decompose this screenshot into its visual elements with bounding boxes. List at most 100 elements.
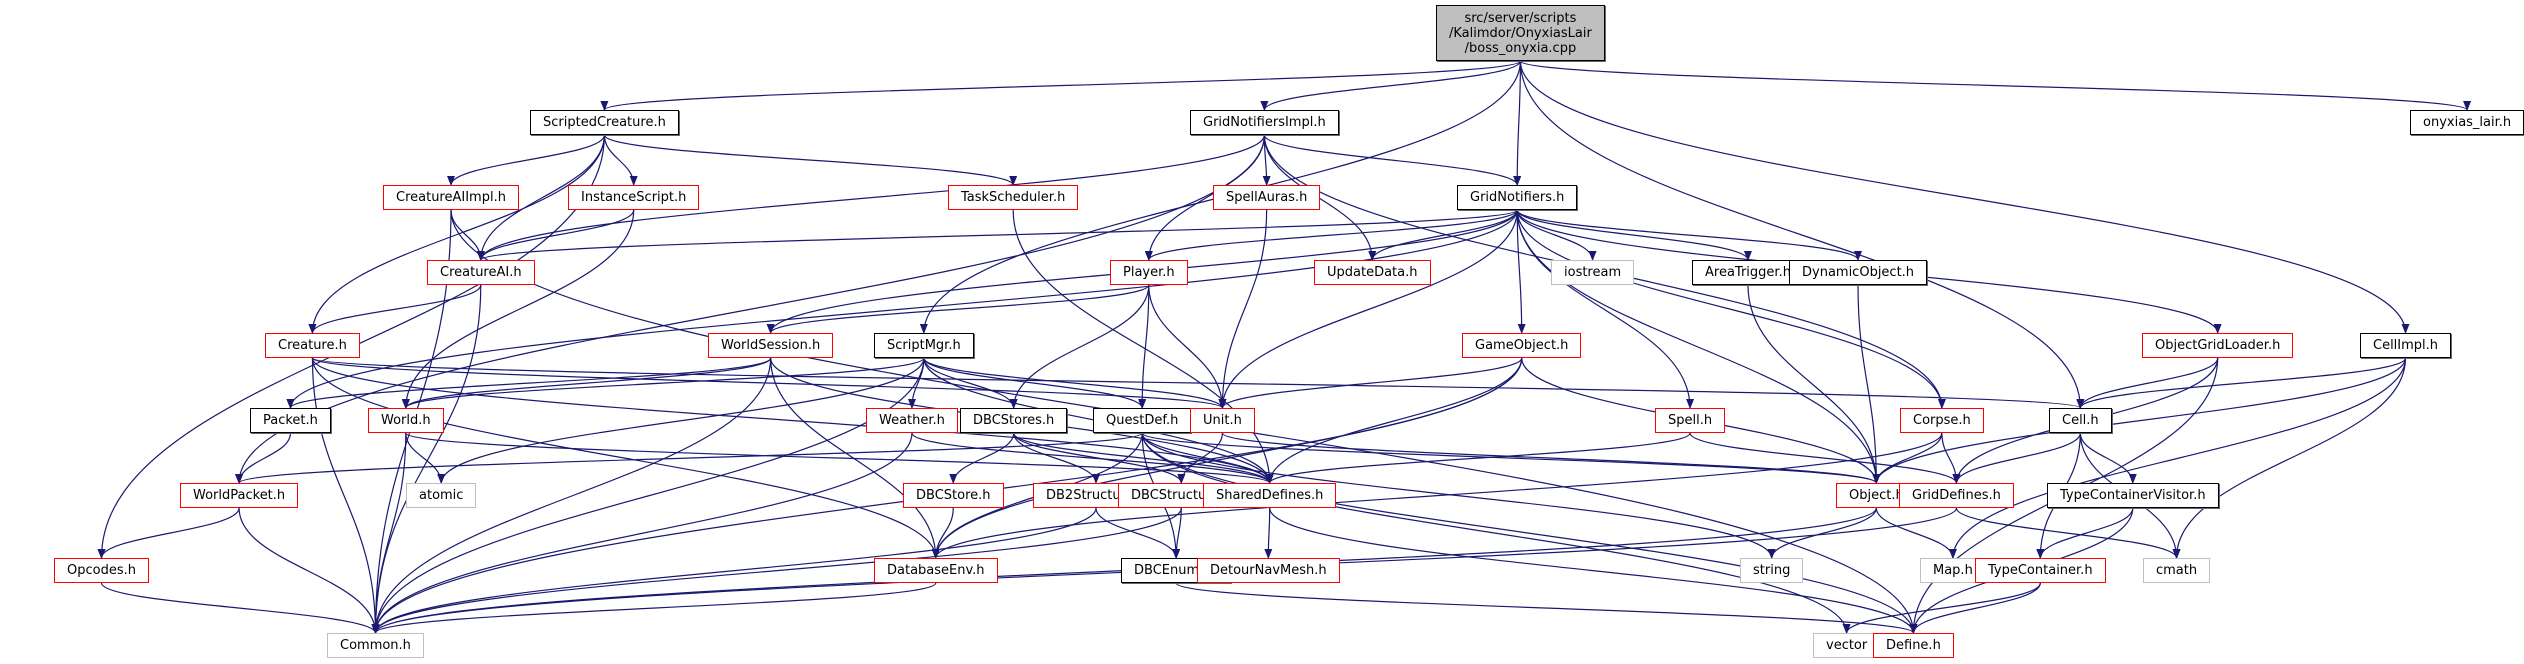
node-opcodes[interactable]: Opcodes.h [54, 558, 149, 583]
edge-typecontainer-to-vector [1842, 582, 2041, 634]
edge-packet-to-worldpacket [235, 432, 292, 484]
node-onyxias-lair[interactable]: onyxias_lair.h [2410, 110, 2524, 135]
node-packet[interactable]: Packet.h [250, 408, 331, 433]
node-label: onyxias_lair.h [2423, 115, 2512, 130]
node-dbcstores[interactable]: DBCStores.h [960, 408, 1068, 433]
node-label: GridNotifiersImpl.h [1203, 115, 1326, 130]
edge-gridnotifiers-to-packet [286, 209, 1518, 409]
node-shareddefines[interactable]: SharedDefines.h [1203, 483, 1337, 508]
node-cmath[interactable]: cmath [2143, 558, 2211, 583]
node-world[interactable]: World.h [368, 408, 444, 433]
node-label: Packet.h [263, 413, 318, 428]
node-label: ScriptedCreature.h [543, 115, 666, 130]
node-cell[interactable]: Cell.h [2049, 408, 2112, 433]
edge-root-to-cellimpl [1519, 60, 2410, 334]
edge-unit-to-dbcstructure [1177, 432, 1224, 484]
node-scriptmgr[interactable]: ScriptMgr.h [874, 333, 974, 358]
node-creatureai[interactable]: CreatureAI.h [427, 260, 535, 285]
edge-world-to-common [371, 432, 407, 634]
node-iostream[interactable]: iostream [1551, 260, 1635, 285]
edge-questdef-to-shareddefines [1141, 432, 1274, 484]
node-griddefines[interactable]: GridDefines.h [1899, 483, 2014, 508]
edge-world-to-shareddefines [405, 432, 1274, 484]
node-gameobject[interactable]: GameObject.h [1462, 333, 1582, 358]
node-gridnotifiers[interactable]: GridNotifiers.h [1457, 185, 1578, 210]
node-detournavmesh[interactable]: DetourNavMesh.h [1197, 558, 1340, 583]
node-common[interactable]: Common.h [327, 633, 424, 658]
node-label: Player.h [1123, 265, 1175, 280]
edge-questdef-to-string [1141, 432, 1776, 559]
edge-gridnotifiersimpl-to-creatureai [476, 134, 1265, 261]
node-creatureaiimpl[interactable]: CreatureAIImpl.h [383, 185, 519, 210]
node-label: World.h [381, 413, 431, 428]
edge-creatureai-to-creature [308, 284, 482, 334]
node-vector[interactable]: vector [1813, 633, 1881, 658]
edge-questdef-to-worldpacket [235, 432, 1143, 484]
node-objectgridloader[interactable]: ObjectGridLoader.h [2142, 333, 2294, 358]
node-corpse[interactable]: Corpse.h [1900, 408, 1984, 433]
node-string[interactable]: string [1740, 558, 1804, 583]
edge-cell-to-griddefines [1952, 432, 2081, 484]
edge-questdef-to-define [1141, 432, 1918, 634]
edge-gridnotifiers-to-iostream [1516, 209, 1597, 261]
edge-cellimpl-to-cell [2076, 357, 2407, 409]
edge-cellimpl-to-object [1872, 357, 2407, 484]
node-databaseenv[interactable]: DatabaseEnv.h [874, 558, 998, 583]
node-gridnotifiersimpl[interactable]: GridNotifiersImpl.h [1190, 110, 1339, 135]
node-player[interactable]: Player.h [1110, 260, 1188, 285]
edge-weather-to-shareddefines [911, 432, 1274, 484]
node-questdef[interactable]: QuestDef.h [1093, 408, 1192, 433]
edge-instancescript-to-world [401, 209, 635, 409]
node-spell[interactable]: Spell.h [1655, 408, 1726, 433]
node-define[interactable]: Define.h [1873, 633, 1954, 658]
node-instancescript[interactable]: InstanceScript.h [568, 185, 700, 210]
edge-dbcenums-to-define [1175, 582, 1918, 634]
node-atomic[interactable]: atomic [406, 483, 477, 508]
edge-root-to-scriptedcreature [600, 60, 1522, 111]
edge-player-to-unit [1148, 284, 1227, 409]
node-unit[interactable]: Unit.h [1190, 408, 1255, 433]
node-label: WorldSession.h [721, 338, 821, 353]
node-weather[interactable]: Weather.h [866, 408, 958, 433]
node-scriptedcreature[interactable]: ScriptedCreature.h [530, 110, 679, 135]
node-label: Weather.h [879, 413, 945, 428]
edge-dbcstores-to-dbcstore [949, 432, 1015, 484]
edge-object-to-maph [1875, 507, 1957, 559]
node-label: atomic [419, 488, 464, 503]
node-updatedata[interactable]: UpdateData.h [1314, 260, 1431, 285]
edge-spell-to-griddefines [1689, 432, 1961, 484]
node-taskscheduler[interactable]: TaskScheduler.h [948, 185, 1079, 210]
edge-scriptedcreature-to-creatureaiimpl [447, 134, 606, 186]
edge-creature-to-cell [311, 357, 2084, 409]
node-areatrigger[interactable]: AreaTrigger.h [1692, 260, 1804, 285]
node-label: ScriptMgr.h [887, 338, 961, 353]
edge-gridnotifiers-to-updatedata [1368, 209, 1518, 261]
node-cellimpl[interactable]: CellImpl.h [2360, 333, 2452, 358]
node-worldsession[interactable]: WorldSession.h [708, 333, 834, 358]
node-label: TypeContainer.h [1988, 563, 2093, 578]
node-creature[interactable]: Creature.h [265, 333, 360, 358]
edge-gridnotifiers-to-object [1516, 209, 1881, 484]
node-worldpacket[interactable]: WorldPacket.h [180, 483, 299, 508]
edge-gridnotifiers-to-creatureai [477, 209, 1518, 261]
node-label: GridDefines.h [1912, 488, 2001, 503]
node-typecontainer[interactable]: TypeContainer.h [1975, 558, 2106, 583]
node-root[interactable]: src/server/scripts /Kalimdor/OnyxiasLair… [1436, 5, 1605, 61]
node-spellauras[interactable]: SpellAuras.h [1213, 185, 1321, 210]
edge-root-to-gridnotifiersimpl [1260, 60, 1522, 111]
edge-scriptmgr-to-atomic [437, 357, 925, 484]
node-dbcstore[interactable]: DBCStore.h [903, 483, 1004, 508]
node-label: Map.h [1933, 563, 1973, 578]
edge-scriptedcreature-to-instancescript [603, 134, 638, 186]
node-label: DBCStores.h [973, 413, 1055, 428]
edge-root-to-cell [1519, 60, 2085, 409]
edge-dbcstructure-to-common [371, 507, 1182, 634]
edge-gridnotifiers-to-spell [1516, 209, 1695, 409]
node-typecontainervisitor[interactable]: TypeContainerVisitor.h [2047, 483, 2219, 508]
edge-dynamicobject-to-object [1857, 284, 1881, 484]
edge-unit-to-object [1221, 432, 1881, 484]
node-dynamicobject[interactable]: DynamicObject.h [1789, 260, 1928, 285]
node-label: vector [1826, 638, 1868, 653]
edge-objectgridloader-to-cell [2076, 357, 2219, 409]
node-label: Unit.h [1203, 413, 1242, 428]
